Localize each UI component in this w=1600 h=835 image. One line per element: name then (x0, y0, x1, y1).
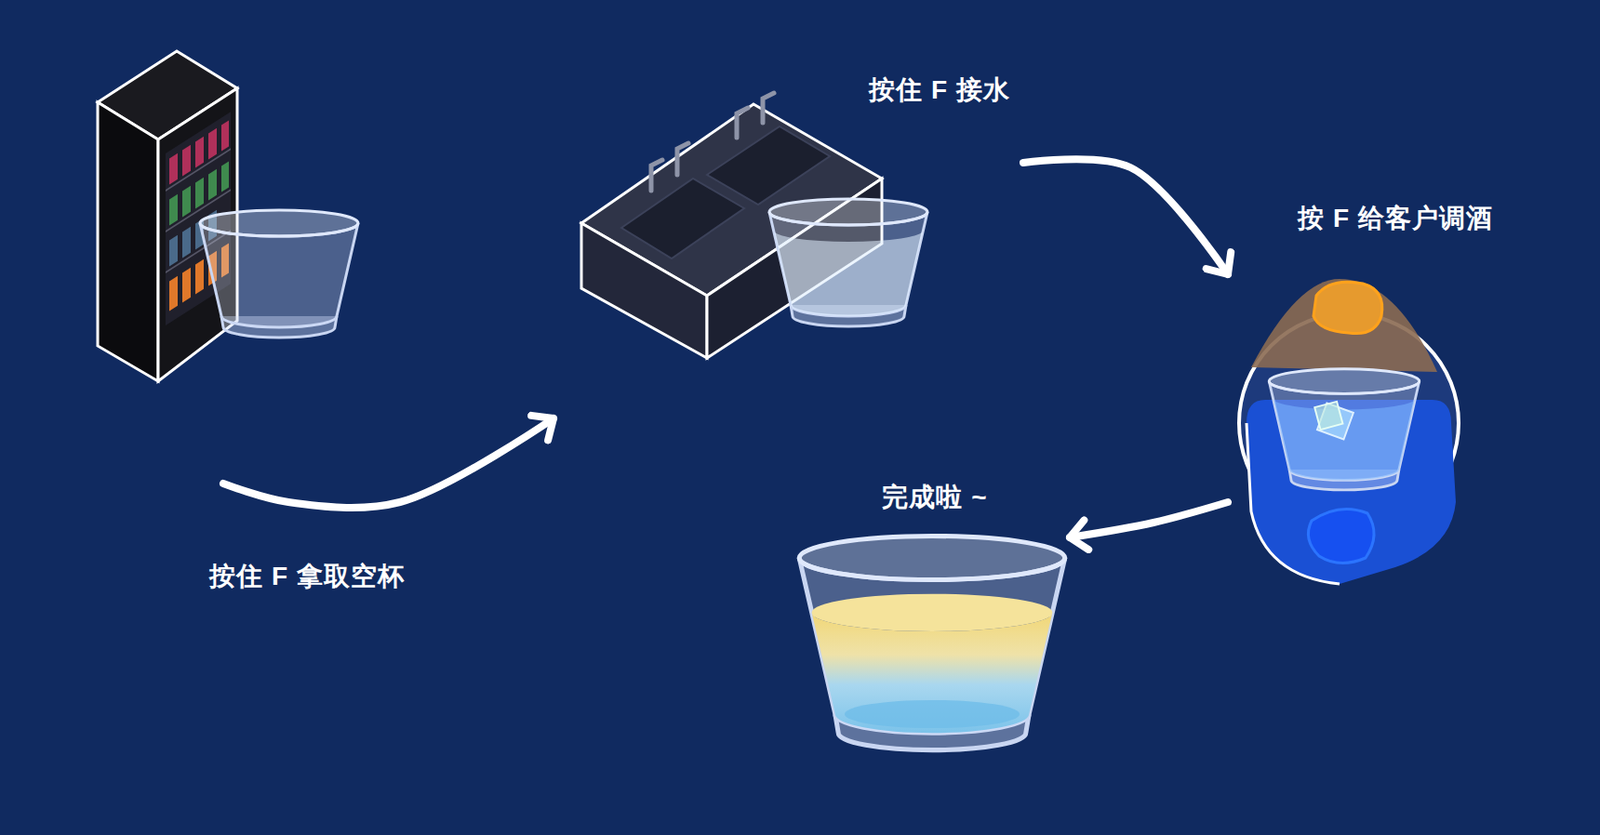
sink-step: 按住 F 接水 (553, 66, 1024, 428)
step-label: 按住 F 接水 (868, 74, 1011, 107)
done-step: 完成啦 ~ (795, 476, 1070, 749)
mix-step: 按 F 给客户调酒 (1227, 197, 1512, 600)
fridge-step (93, 46, 368, 484)
flow-arrow (1023, 159, 1228, 275)
flow-arrow (1069, 502, 1228, 538)
edge-label: 按住 F 拿取空杯 (205, 559, 409, 595)
flow-arrow (223, 418, 554, 508)
fridge (97, 51, 359, 382)
step-label: 按 F 给客户调酒 (1297, 202, 1494, 235)
step-label: 完成啦 ~ (881, 481, 987, 514)
sink (581, 93, 928, 359)
mixing-badge (1239, 279, 1459, 585)
finished-drink (799, 535, 1066, 750)
